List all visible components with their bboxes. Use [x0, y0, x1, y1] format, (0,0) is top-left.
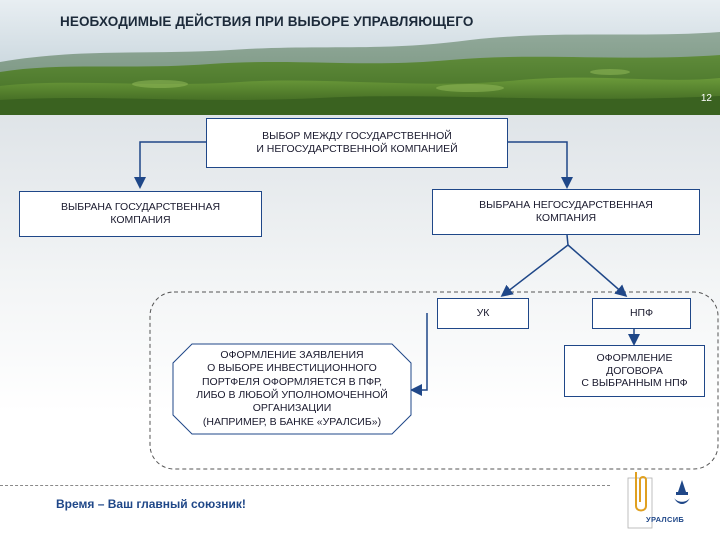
landscape-image [0, 0, 720, 115]
application-line-5: ОРГАНИЗАЦИИ [252, 402, 332, 415]
application-line-3: ПОРТФЕЛЯ ОФОРМЛЯЕТСЯ В ПФР, [202, 375, 382, 388]
uralsib-logo [627, 472, 690, 529]
application-line-2: О ВЫБОРЕ ИНВЕСТИЦИОННОГО [207, 362, 377, 375]
contract-box: ОФОРМЛЕНИЕ ДОГОВОРА С ВЫБРАННЫМ НПФ [564, 345, 705, 397]
application-line-6: (НАПРИМЕР, В БАНКЕ «УРАЛСИБ») [202, 415, 382, 428]
header-banner [0, 0, 720, 115]
contract-line-2: ДОГОВОРА [606, 364, 663, 377]
uk-label: УК [476, 307, 490, 320]
nonstate-company-box: ВЫБРАНА НЕГОСУДАРСТВЕННАЯ КОМПАНИЯ [432, 189, 700, 235]
npf-label: НПФ [629, 307, 654, 320]
application-line-4: ЛИБО В ЛЮБОЙ УПОЛНОМОЧЕННОЙ [196, 389, 388, 401]
application-text: ОФОРМЛЕНИЕ ЗАЯВЛЕНИЯ О ВЫБОРЕ ИНВЕСТИЦИО… [172, 345, 412, 433]
nonstate-line-2: КОМПАНИЯ [535, 212, 597, 224]
uk-box: УК [437, 298, 529, 329]
nonstate-line-1: ВЫБРАНА НЕГОСУДАРСТВЕННАЯ [479, 199, 653, 212]
page-title: НЕОБХОДИМЫЕ ДЕЙСТВИЯ ПРИ ВЫБОРЕ УПРАВЛЯЮ… [60, 14, 474, 29]
state-company-box: ВЫБРАНА ГОСУДАРСТВЕННАЯ КОМПАНИЯ [19, 191, 262, 237]
logo-text: УРАЛСИБ [646, 515, 685, 524]
contract-line-3: С ВЫБРАННЫМ НПФ [581, 377, 688, 390]
page-number: 12 [700, 93, 712, 104]
npf-box: НПФ [592, 298, 691, 329]
choice-line-1: ВЫБОР МЕЖДУ ГОСУДАРСТВЕННОЙ [262, 130, 452, 143]
footer-slogan: Время – Ваш главный союзник! [56, 497, 246, 511]
choice-line-2: И НЕГОСУДАРСТВЕННОЙ КОМПАНИЕЙ [256, 143, 458, 155]
state-line-2: КОМПАНИЯ [110, 214, 171, 226]
paperclip-icon [627, 472, 653, 529]
uralsib-emblem-icon [674, 480, 690, 504]
choice-box: ВЫБОР МЕЖДУ ГОСУДАРСТВЕННОЙ И НЕГОСУДАРС… [206, 118, 508, 168]
footer-divider [0, 485, 610, 486]
state-line-1: ВЫБРАНА ГОСУДАРСТВЕННАЯ [60, 201, 221, 214]
contract-line-1: ОФОРМЛЕНИЕ [596, 352, 673, 365]
application-octagon [172, 343, 412, 435]
application-line-1: ОФОРМЛЕНИЕ ЗАЯВЛЕНИЯ [220, 348, 364, 361]
